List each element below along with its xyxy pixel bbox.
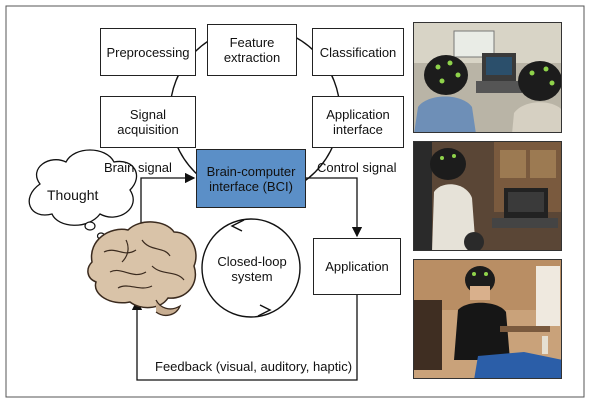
application-box: Application bbox=[313, 238, 401, 295]
feedback-label: Feedback (visual, auditory, haptic) bbox=[155, 359, 353, 374]
closed-loop-label: Closed-loop system bbox=[217, 254, 287, 284]
thought-label: Thought bbox=[47, 187, 99, 203]
brain-illustration bbox=[87, 221, 197, 317]
brain-signal-label: Brain signal bbox=[104, 160, 172, 175]
classification-box: Classification bbox=[312, 28, 404, 76]
outer-frame bbox=[5, 5, 585, 398]
brain-signal-arrow bbox=[140, 172, 196, 236]
feedback-arrow bbox=[131, 295, 358, 381]
photo-user-with-eeg-cap-at-desk bbox=[413, 259, 562, 379]
closed-loop-arrow-bottom bbox=[257, 304, 272, 317]
application-interface-box: Application interface bbox=[312, 96, 404, 148]
control-signal-label: Control signal bbox=[317, 160, 397, 175]
photo-two-users-with-eeg-caps-at-laptop bbox=[413, 22, 562, 133]
feature-extraction-box: Feature extraction bbox=[207, 24, 297, 76]
closed-loop-circle bbox=[201, 218, 301, 318]
thought-cloud bbox=[28, 149, 138, 240]
bci-box: Brain-computer interface (BCI) bbox=[196, 149, 306, 208]
preprocessing-box: Preprocessing bbox=[100, 28, 196, 76]
closed-loop-arrow-top bbox=[230, 219, 245, 232]
photo-wheelchair-user-with-eeg-cap bbox=[413, 141, 562, 251]
signal-acquisition-box: Signal acquisition bbox=[100, 96, 196, 148]
control-signal-arrow bbox=[306, 177, 363, 238]
